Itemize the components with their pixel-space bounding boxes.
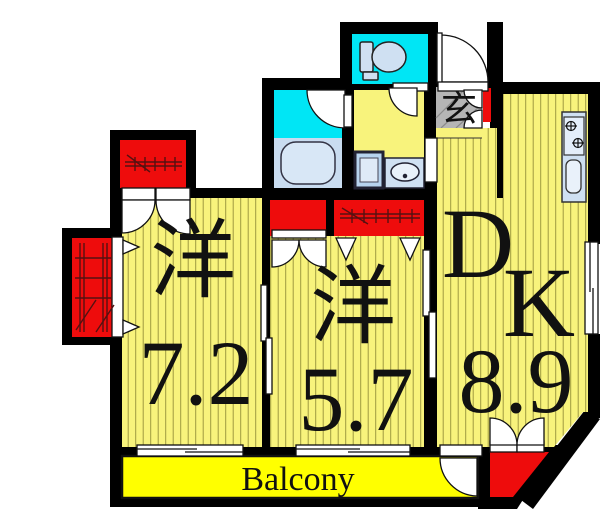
room1-label: 洋 [150, 213, 236, 309]
wall-diagonal [517, 410, 600, 509]
closet-left-door-arrow [122, 239, 141, 255]
closet-b-door-fold [334, 237, 358, 262]
dk-floor-main [437, 198, 588, 412]
toilet-icon [359, 41, 407, 81]
closet-left-door [111, 236, 124, 338]
dk-double-door-swing [489, 417, 518, 446]
wall-entrance-right [487, 22, 503, 94]
room2-label: 洋 [310, 259, 396, 355]
wall-closet-divider [326, 194, 334, 236]
sliding-door-rooms [265, 337, 273, 395]
sliding-door-dk [428, 311, 437, 379]
balcony-door [439, 444, 483, 457]
entrance-door-swing [440, 34, 489, 83]
wall-right-lower [588, 334, 600, 418]
balcony-door-swing [439, 457, 478, 497]
closet-left-door-arrow [122, 319, 141, 335]
entrance-threshold [437, 81, 489, 92]
bathroom-door-swing [306, 89, 346, 129]
window-dk-right [584, 241, 599, 335]
closet-door-panel [155, 187, 191, 201]
service-balcony-red [490, 452, 549, 497]
stove-burners [565, 120, 584, 149]
dk-label-k: K [503, 247, 575, 358]
dk-size: 8.9 [459, 330, 574, 432]
closet-door-swing [121, 199, 156, 234]
wall-dk-top [487, 82, 600, 94]
washer-icon [353, 150, 385, 190]
kitchen-counter [561, 111, 587, 203]
wall-right-upper [588, 82, 600, 244]
dk-double-door-swing [516, 417, 545, 446]
room2-size: 5.7 [299, 348, 414, 450]
closet-door-panel [121, 187, 156, 201]
room1-size: 7.2 [139, 322, 254, 424]
sink-icon [384, 157, 425, 189]
sliding-door-rooms [260, 284, 268, 342]
bathtub-icon [280, 141, 336, 185]
dk-label-d: D [442, 188, 514, 299]
wall-room1-top [190, 188, 276, 200]
window-room1 [136, 444, 244, 457]
closet-a-door-panel [271, 229, 327, 239]
closet-b-door-fold [398, 237, 422, 262]
window-room2 [295, 444, 411, 457]
washroom-hall-door [424, 137, 438, 183]
closet-a-door-swing [298, 239, 327, 268]
wall-balcony-left [110, 447, 122, 507]
entrance-step [436, 128, 482, 138]
closet-entrance-strip [483, 88, 491, 122]
shoe-cabinet-door [463, 89, 483, 109]
sliding-door-dk [422, 249, 431, 317]
entrance-label: 玄 [441, 89, 477, 129]
balcony-floor [120, 454, 480, 500]
wall-closet-row-top [262, 188, 438, 200]
bathroom-door-leaf [343, 94, 353, 128]
closet-door-swing [155, 199, 191, 235]
kitchen-sink-icon [565, 159, 582, 194]
shoe-cabinet-door [463, 109, 483, 129]
room-western-5-7-floor [270, 236, 424, 447]
closet-top-left [120, 140, 186, 188]
entrance-door-leaf [436, 32, 443, 84]
balcony-label: Balcony [241, 461, 354, 498]
washroom-door-swing [388, 87, 418, 117]
room-western-7-2-floor [122, 198, 262, 447]
wall-balcony-bottom [110, 499, 490, 507]
closet-hatch-marks [75, 154, 420, 333]
